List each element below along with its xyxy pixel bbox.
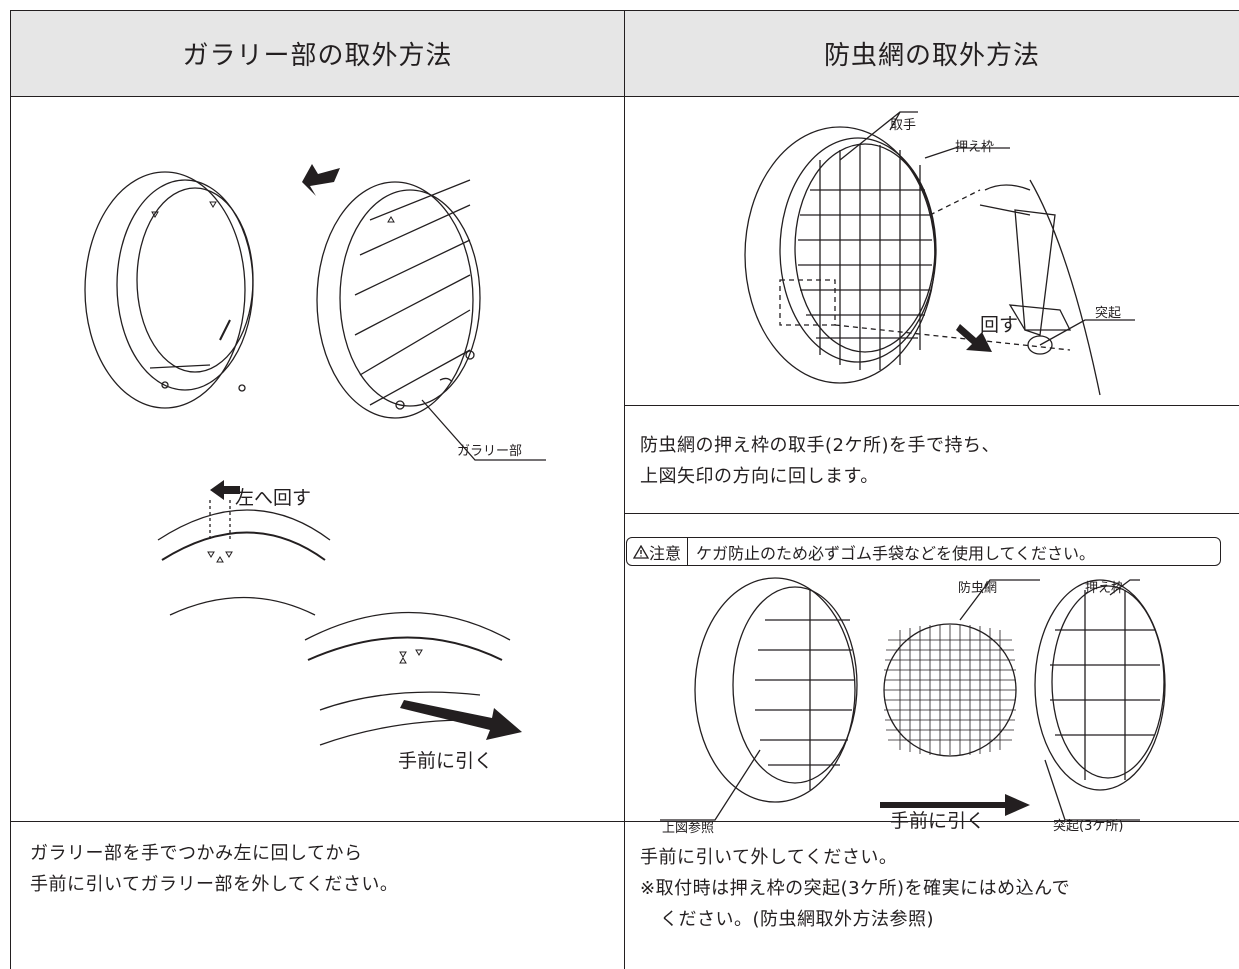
warning-icon [633,544,649,559]
fig1-label-frame: 押え枠 [955,140,995,155]
caution-tag-label: 注意 [649,543,682,563]
left-header: ガラリー部の取外方法 [11,11,624,96]
caution-box: 注意 ケガ防止のため必ずゴム手袋などを使用してください。 [626,537,1221,566]
fig2-label-see-above: 上図参照 [662,821,715,836]
fig1-label-protrusion: 突起 [1095,306,1122,321]
caution-tag: 注意 [627,538,689,565]
left-instruction-line-1: ガラリー部を手でつかみ左に回してから [30,843,363,864]
right-header: 防虫網の取外方法 [625,11,1239,96]
column-divider [624,10,625,969]
fig2-label-pull: 手前に引く [890,810,986,832]
left-instructions: ガラリー部を手でつかみ左に回してから 手前に引いてガラリー部を外してください。 [30,838,398,900]
right-step1-divider [624,513,1239,514]
fig1-label-handle: 取手 [890,118,917,133]
caution-text: ケガ防止のため必ずゴム手袋などを使用してください。 [696,543,1096,563]
right-step1-line-2: 上図矢印の方向に回します。 [640,466,879,487]
right-step2: 手前に引いて外してください。 ※取付時は押え枠の突起(3ケ所)を確実にはめ込んで… [640,842,1070,935]
right-fig1-divider [624,405,1239,406]
net-parts-illustration [660,577,1166,821]
right-step1: 防虫網の押え枠の取手(2ケ所)を手で持ち、 上図矢印の方向に回します。 [640,430,1000,492]
right-step2-line-1: 手前に引いて外してください。 [640,847,898,868]
label-pull: 手前に引く [398,750,494,772]
right-step1-line-1: 防虫網の押え枠の取手(2ケ所)を手で持ち、 [640,435,1000,456]
fig2-label-frame: 押え枠 [1085,581,1125,596]
left-instruction-line-2: 手前に引いてガラリー部を外してください。 [30,874,399,895]
right-step2-line-2: ※取付時は押え枠の突起(3ケ所)を確実にはめ込んで [640,878,1071,899]
fig2-label-net: 防虫網 [958,581,998,596]
fig1-label-rotate: 回す [980,314,1019,336]
fig2-label-protrusion: 突起(3ケ所) [1053,819,1124,834]
label-rotate-left: 左へ回す [235,487,312,509]
instruction-sheet: ガラリー部の取外方法 防虫網の取外方法 [10,10,1239,969]
table-border-left [10,10,11,969]
garari-removal-illustration [84,164,546,746]
net-rotate-illustration [744,111,1135,396]
right-step2-line-3: ください。(防虫網取外方法参照) [660,909,935,930]
label-garari: ガラリー部 [457,444,523,459]
